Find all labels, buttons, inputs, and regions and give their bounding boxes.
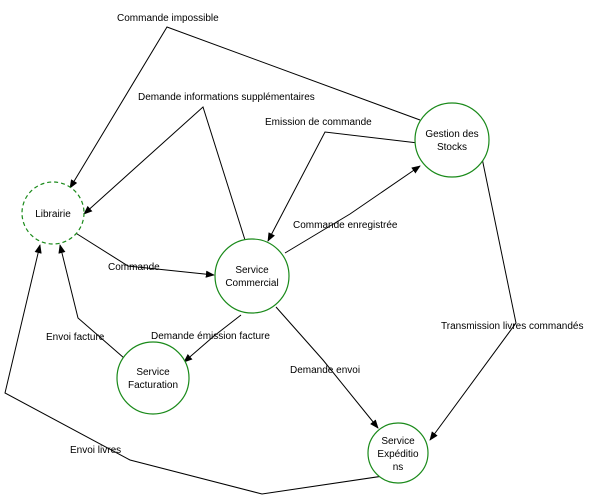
edge-emission-commande [267, 131, 419, 242]
label-commande: Commande [108, 262, 160, 273]
node-service-expeditions-line2: Expéditio [377, 449, 419, 460]
node-gestion-stocks-line1: Gestion des [425, 129, 478, 140]
label-emission-commande: Emission de commande [265, 117, 372, 128]
node-service-commercial-line1: Service [235, 265, 269, 276]
edge-transmission-livres [429, 157, 517, 441]
label-demande-envoi: Demande envoi [290, 365, 360, 376]
node-service-commercial-line2: Commercial [225, 278, 278, 289]
node-service-expeditions[interactable]: Service Expéditio ns [367, 422, 429, 484]
node-gestion-stocks[interactable]: Gestion des Stocks [414, 102, 490, 178]
edge-demande-informations [83, 106, 246, 241]
label-demande-emission-facture: Demande émission facture [151, 331, 270, 342]
edge-commande-enregistree [284, 165, 421, 254]
label-commande-impossible: Commande impossible [117, 13, 219, 24]
edge-commande [73, 231, 215, 278]
node-service-facturation-line2: Facturation [128, 380, 178, 391]
label-envoi-facture: Envoi facture [46, 332, 105, 343]
label-envoi-livres: Envoi livres [70, 445, 121, 456]
edge-commande-impossible [69, 26, 421, 189]
node-service-expeditions-line3: ns [393, 462, 404, 473]
label-transmission-livres: Transmission livres commandés [441, 321, 583, 332]
node-service-commercial[interactable]: Service Commercial [214, 238, 290, 314]
node-service-expeditions-line1: Service [381, 436, 415, 447]
node-librairie[interactable]: Librairie [21, 181, 85, 245]
node-gestion-stocks-line2: Stocks [437, 142, 467, 153]
edge-envoi-livres [4, 244, 391, 495]
edge-envoi-facture [58, 244, 125, 359]
label-demande-informations: Demande informations supplémentaires [138, 92, 315, 103]
edge-demande-envoi [275, 306, 379, 429]
node-service-facturation-line1: Service [136, 367, 170, 378]
node-librairie-label: Librairie [35, 209, 71, 220]
label-commande-enregistree: Commande enregistrée [293, 220, 398, 231]
edge-demande-emission-facture [183, 314, 242, 363]
node-service-facturation[interactable]: Service Facturation [116, 341, 190, 415]
